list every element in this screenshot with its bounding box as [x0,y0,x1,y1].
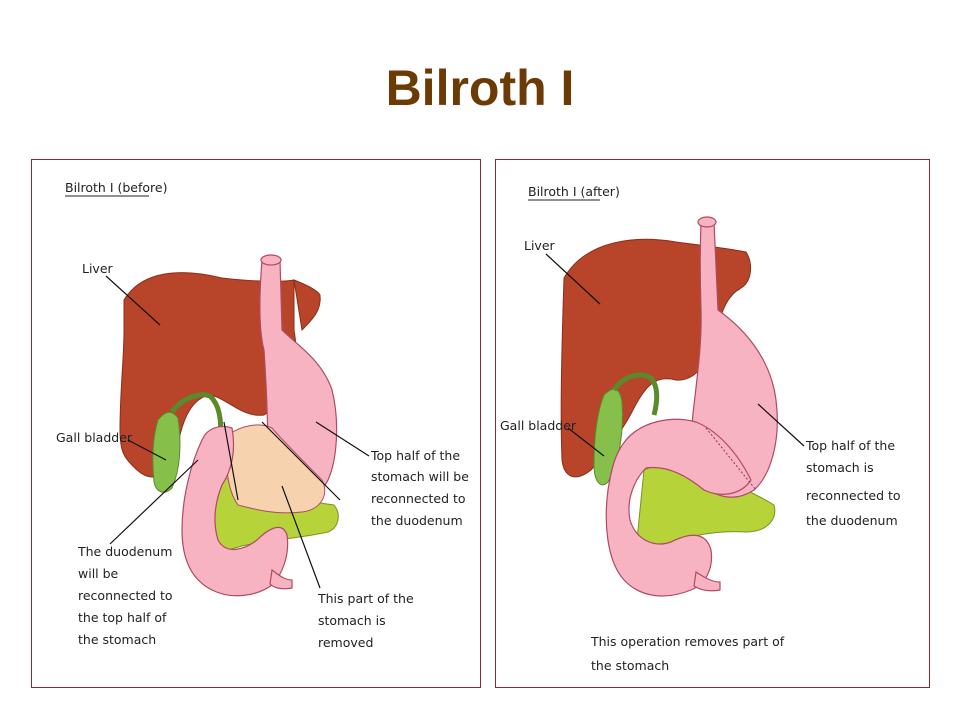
leader-cut-line [261,421,341,501]
leader-removed [281,485,321,589]
removed-stomach-part [225,424,326,514]
duodenum-end [693,570,721,592]
label-gall-bladder: Gall bladder [500,418,577,433]
label-duodenum-5: the stomach [78,632,156,647]
stitch-line [705,427,757,491]
label-top-half-1: Top half of the [370,448,460,463]
panel-after: Bilroth I (after) Liver Gall bladder Top… [495,159,930,688]
label-liver: Liver [82,261,114,276]
leader-liver [545,253,601,305]
label-top-half-3: reconnected to [371,491,466,506]
label-top-half-2: stomach will be [371,469,469,484]
panel-after-title: Bilroth I (after) [528,184,620,199]
liver-right-lobe [293,279,321,332]
label-removed-2: stomach is [318,613,386,628]
leader-gall-bladder [127,439,167,461]
label-duodenum-3: reconnected to [78,588,173,603]
leader-duodenum [109,459,199,545]
label-top-half-2: stomach is [806,460,874,475]
leader-removed-cut [223,421,239,501]
duodenum-end [269,568,293,590]
duodenum-loop [605,418,752,597]
leader-gall-bladder [567,427,605,457]
label-top-half-4: the duodenum [806,513,898,528]
label-duodenum-1: The duodenum [77,544,172,559]
label-operation-2: the stomach [591,658,669,673]
leader-top-half [757,403,805,447]
label-duodenum-4: the top half of [78,610,167,625]
gall-bladder-shape [152,411,181,493]
slide-title: Bilroth I [385,60,575,116]
label-duodenum-2: will be [78,566,119,581]
bile-duct [611,372,660,416]
diagram-after: Bilroth I (after) Liver Gall bladder Top… [500,184,901,673]
diagram-before: Bilroth I (before) Liver Gall bladder To… [56,180,469,650]
label-top-half-4: the duodenum [371,513,463,528]
leader-top-half [315,421,370,457]
label-operation-1: This operation removes part of [590,634,785,649]
leader-liver [105,275,161,326]
panel-before-title: Bilroth I (before) [65,180,167,195]
bile-duct [169,392,224,443]
label-liver: Liver [524,238,556,253]
label-gall-bladder: Gall bladder [56,430,133,445]
label-top-half-3: reconnected to [806,488,901,503]
esophagus-top [697,216,717,228]
panel-before: Bilroth I (before) Liver Gall bladder To… [31,159,481,688]
esophagus-top [260,254,282,266]
label-removed-3: removed [318,635,373,650]
label-removed-1: This part of the [317,591,414,606]
label-top-half-1: Top half of the [805,438,895,453]
